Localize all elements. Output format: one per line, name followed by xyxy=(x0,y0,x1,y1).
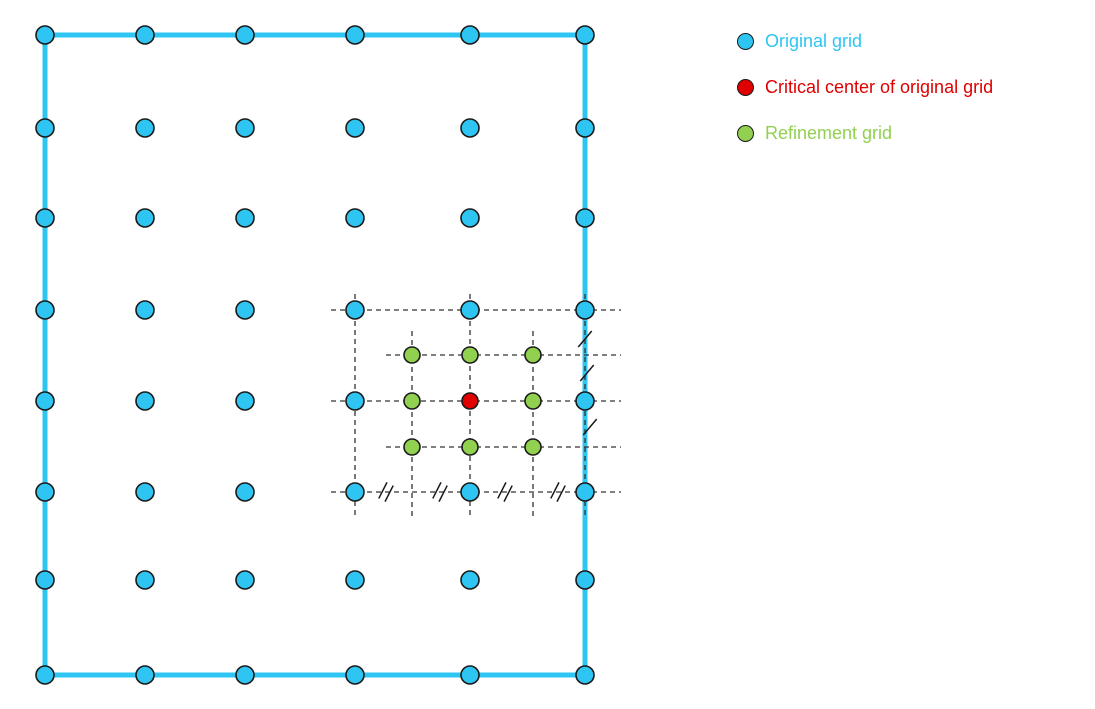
original-grid-point xyxy=(345,118,365,138)
original-grid-point xyxy=(345,570,365,590)
refinement-grid-point xyxy=(524,392,542,410)
original-grid-point xyxy=(575,300,595,320)
scale-break-mark xyxy=(378,482,394,502)
legend-item-original-grid: Original grid xyxy=(737,32,993,50)
original-grid-point xyxy=(35,300,55,320)
legend: Original grid Critical center of origina… xyxy=(737,32,993,142)
original-grid-point xyxy=(345,482,365,502)
refinement-grid-point xyxy=(403,438,421,456)
original-grid-point xyxy=(35,665,55,685)
scale-break-mark xyxy=(497,482,513,502)
scale-break-mark xyxy=(550,482,566,502)
original-grid-point xyxy=(575,208,595,228)
critical-center-point xyxy=(461,392,479,410)
original-grid-point xyxy=(135,118,155,138)
original-grid-point xyxy=(135,208,155,228)
original-grid-point xyxy=(235,570,255,590)
original-grid-point xyxy=(345,208,365,228)
scale-break-mark xyxy=(579,364,595,382)
original-grid-point xyxy=(35,25,55,45)
original-grid-point xyxy=(345,665,365,685)
original-grid-marker-icon xyxy=(737,32,754,50)
scale-break-mark xyxy=(577,330,593,348)
original-grid-point xyxy=(135,25,155,45)
original-grid-point xyxy=(135,482,155,502)
original-grid-point xyxy=(35,482,55,502)
original-grid-point xyxy=(460,570,480,590)
original-grid-point xyxy=(235,300,255,320)
legend-label-refinement-grid: Refinement grid xyxy=(765,123,893,143)
refinement-grid-point xyxy=(461,438,479,456)
legend-item-critical-center: Critical center of original grid xyxy=(737,78,993,96)
original-grid-point xyxy=(235,665,255,685)
scale-break-mark xyxy=(432,482,448,502)
original-grid-point xyxy=(460,25,480,45)
original-grid-point xyxy=(35,391,55,411)
refinement-grid-point xyxy=(403,346,421,364)
original-grid-point xyxy=(460,300,480,320)
original-grid-point xyxy=(460,482,480,502)
original-grid-point xyxy=(575,665,595,685)
original-grid-point xyxy=(575,25,595,45)
original-grid-point xyxy=(345,25,365,45)
original-grid-point xyxy=(575,482,595,502)
original-grid-point xyxy=(575,391,595,411)
refinement-grid-point xyxy=(461,346,479,364)
original-grid-point xyxy=(235,25,255,45)
original-grid-point xyxy=(345,300,365,320)
original-grid-point xyxy=(135,570,155,590)
original-grid-point xyxy=(575,570,595,590)
original-grid-point xyxy=(235,482,255,502)
original-grid-point xyxy=(460,118,480,138)
original-grid-point xyxy=(235,118,255,138)
refinement-grid-marker-icon xyxy=(737,124,754,142)
original-grid-point xyxy=(35,118,55,138)
original-grid-point xyxy=(460,208,480,228)
original-grid-point xyxy=(135,665,155,685)
original-grid-point xyxy=(460,665,480,685)
legend-label-original-grid: Original grid xyxy=(765,31,863,51)
legend-label-critical-center: Critical center of original grid xyxy=(765,77,994,97)
original-grid-point xyxy=(345,391,365,411)
scale-break-mark xyxy=(582,418,598,436)
original-grid-point xyxy=(235,208,255,228)
original-grid-point xyxy=(235,391,255,411)
refinement-grid-point xyxy=(524,346,542,364)
original-grid-point xyxy=(575,118,595,138)
original-grid-point xyxy=(135,300,155,320)
original-grid-point xyxy=(35,208,55,228)
refinement-grid-point xyxy=(403,392,421,410)
refinement-grid-point xyxy=(524,438,542,456)
legend-item-refinement-grid: Refinement grid xyxy=(737,124,993,142)
original-grid-point xyxy=(35,570,55,590)
original-grid-point xyxy=(135,391,155,411)
critical-center-marker-icon xyxy=(737,78,754,96)
